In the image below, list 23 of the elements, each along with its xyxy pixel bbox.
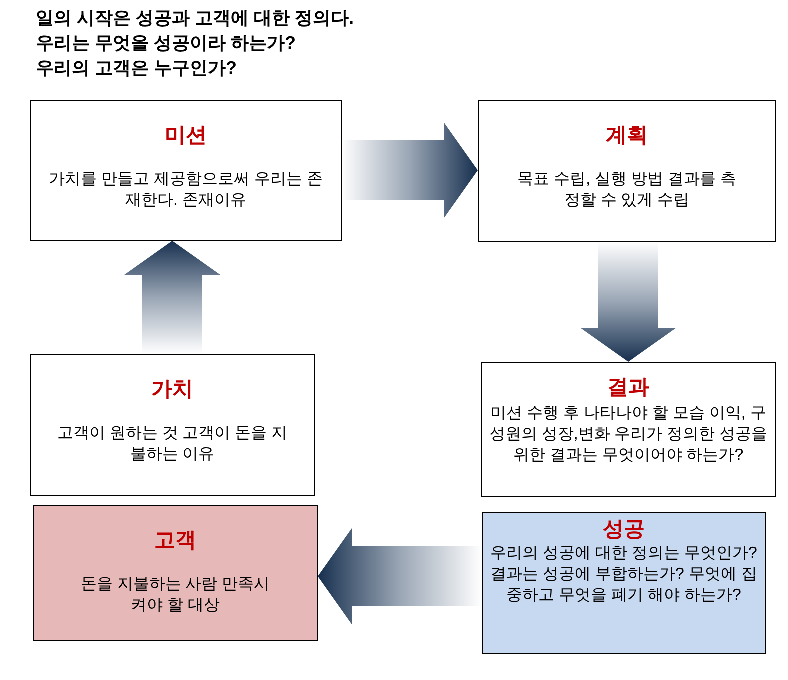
box-text: 우리의 성공에 대한 정의는 무엇인가? 결과는 성공에 부합하는가? 무엇에 집중하고 무엇을 폐기 해야 하는가? (490, 544, 758, 606)
box-heading: 계획 (606, 123, 648, 149)
heading: 우리는 무엇을 성공이라 하는가? (36, 32, 296, 55)
box-text: 고객이 원하는 것 고객이 돈을 지불하는 이유 (56, 424, 289, 465)
concept-box (482, 512, 766, 654)
box-text: 목표 수립, 실행 방법 결과를 측정할 수 있게 수립 (516, 170, 738, 211)
concept-box (478, 100, 776, 242)
box-text: 돈을 지불하는 사람 만족시켜야 할 대상 (80, 575, 272, 616)
concept-box (30, 100, 342, 241)
concept-box (481, 362, 776, 497)
block-arrow (580, 242, 676, 362)
box-text: 미션 수행 후 나타나야 할 모습 이익, 구성원의 성장,변화 우리가 정의한 성공을 위한 결과는 무엇이어야 하는가? (488, 404, 768, 466)
box-heading: 결과 (608, 375, 650, 401)
heading: 일의 시작은 성공과 고객에 대한 정의다. (36, 7, 354, 30)
concept-box (30, 354, 315, 496)
box-heading: 성공 (603, 517, 645, 543)
box-heading: 미션 (165, 123, 207, 149)
block-arrow (124, 241, 220, 354)
box-heading: 가치 (152, 377, 194, 403)
box-heading: 고객 (154, 528, 196, 554)
concept-box (33, 505, 318, 641)
box-text: 가치를 만들고 제공함으로써 우리는 존재한다. 존재이유 (48, 170, 324, 211)
heading: 우리의 고객은 누구인가? (36, 57, 237, 80)
